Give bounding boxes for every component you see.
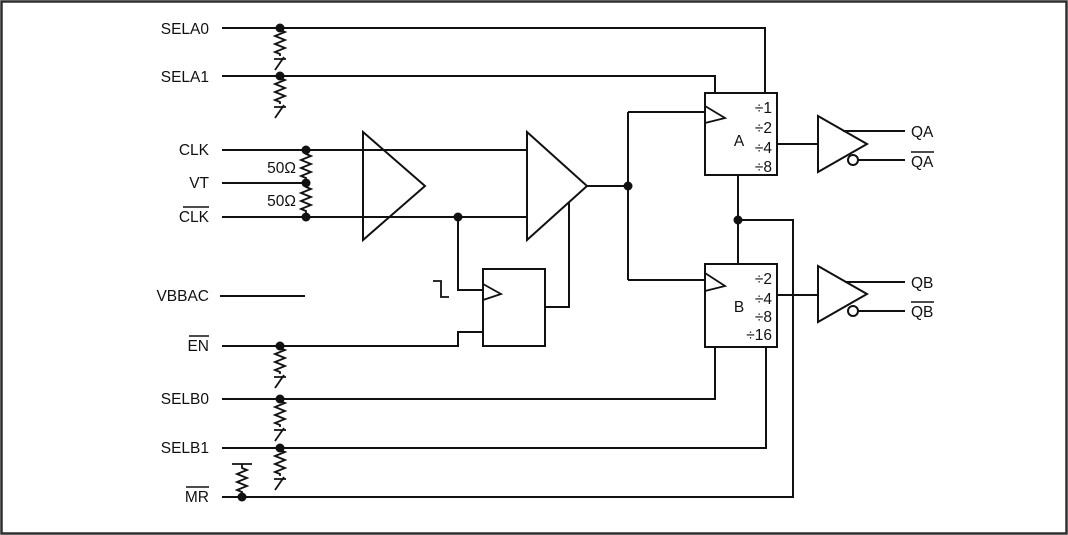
clock-edge-icon-b <box>704 272 728 292</box>
falling-edge-icon <box>433 280 449 298</box>
output-label-qa: QA <box>911 124 934 141</box>
vee-tap-icon <box>274 476 286 491</box>
divider-a-ratio-2: ÷2 <box>755 120 772 137</box>
qa-output-buffer-triangle <box>817 114 870 174</box>
junction-dot <box>275 394 285 404</box>
vee-tap-icon <box>274 104 286 119</box>
output-label-qa-n: QA <box>911 154 934 171</box>
divider-a-ratio-4: ÷8 <box>755 159 772 176</box>
wire-selb1 <box>222 347 767 449</box>
output-label-qb-n: QB <box>911 304 933 321</box>
divider-a-block <box>704 92 778 176</box>
pullup-resistor-mr <box>234 464 250 497</box>
divider-b-ratio-1: ÷2 <box>755 271 772 288</box>
junction-dot <box>275 341 285 351</box>
wire-sela1 <box>222 75 716 93</box>
divider-b-ratio-2: ÷4 <box>755 291 773 308</box>
divider-b-block <box>704 263 778 348</box>
divider-b-ratio-3: ÷8 <box>755 309 772 326</box>
wire-en <box>222 331 483 347</box>
wire-mr <box>222 219 794 498</box>
pin-label-vt: VT <box>189 175 209 192</box>
divider-a-ratio-1: ÷1 <box>755 100 772 117</box>
wires <box>220 27 794 498</box>
divider-a-ratio-3: ÷4 <box>755 140 773 157</box>
pin-label-clk: CLK <box>179 142 210 159</box>
wire-clock-distribution <box>587 111 705 281</box>
divider-b-ratio-4: ÷16 <box>746 327 772 344</box>
junction-dot <box>301 212 311 222</box>
inversion-bubble-qb-icon <box>847 305 859 317</box>
divider-a-name: A <box>734 133 745 150</box>
wire-latch-output <box>545 202 570 308</box>
clock-edge-icon-a <box>704 105 728 124</box>
resistor-label-clk-n: 50Ω <box>267 193 296 210</box>
pin-label-selb1: SELB1 <box>161 440 209 457</box>
inversion-bubble-qa-icon <box>847 154 859 166</box>
clock-buffer-triangle <box>526 129 589 243</box>
junction-dot <box>275 71 285 81</box>
input-receiver-triangle <box>362 129 427 243</box>
vee-tap-icon <box>274 374 286 389</box>
junction-dots <box>237 23 743 502</box>
junction-dot <box>275 23 285 33</box>
pin-labels: SELA0 SELA1 CLK VT CLK VBBAC EN SELB0 SE… <box>156 21 296 506</box>
junction-dot <box>733 215 743 225</box>
enable-latch-block <box>482 268 546 347</box>
junction-dot <box>301 178 311 188</box>
pin-label-selb0: SELB0 <box>161 391 210 408</box>
pin-label-sela0: SELA0 <box>161 21 210 38</box>
divider-b-name: B <box>734 299 744 316</box>
wire-selb0 <box>222 347 716 400</box>
resistor-label-clk: 50Ω <box>267 160 296 177</box>
divider-labels: A ÷1 ÷2 ÷4 ÷8 B ÷2 ÷4 ÷8 ÷16 <box>734 100 773 344</box>
termination-resistor-clk-n <box>298 183 314 217</box>
pin-label-sela1: SELA1 <box>161 69 209 86</box>
junction-dot <box>301 145 311 155</box>
termination-resistor-clk <box>298 150 314 183</box>
output-label-qb: QB <box>911 275 933 292</box>
pin-label-en-n: EN <box>187 338 209 355</box>
vee-tap-icon <box>274 56 286 71</box>
output-labels: QA QA QB QB <box>911 124 934 321</box>
vee-tap-icon <box>274 427 286 442</box>
pin-label-clk-n: CLK <box>179 209 210 226</box>
junction-dot <box>237 492 247 502</box>
pin-label-vbbac: VBBAC <box>156 288 209 305</box>
qb-output-buffer-triangle <box>817 264 870 324</box>
blocks <box>362 92 905 348</box>
junction-dot <box>453 212 463 222</box>
clock-edge-icon-latch <box>482 283 504 301</box>
wire-clk-n-to-latch <box>457 217 483 291</box>
wire-sela0 <box>222 27 766 93</box>
junction-dot <box>275 443 285 453</box>
pin-label-mr-n: MR <box>185 489 209 506</box>
junction-dot <box>623 181 633 191</box>
resistors <box>232 28 314 497</box>
